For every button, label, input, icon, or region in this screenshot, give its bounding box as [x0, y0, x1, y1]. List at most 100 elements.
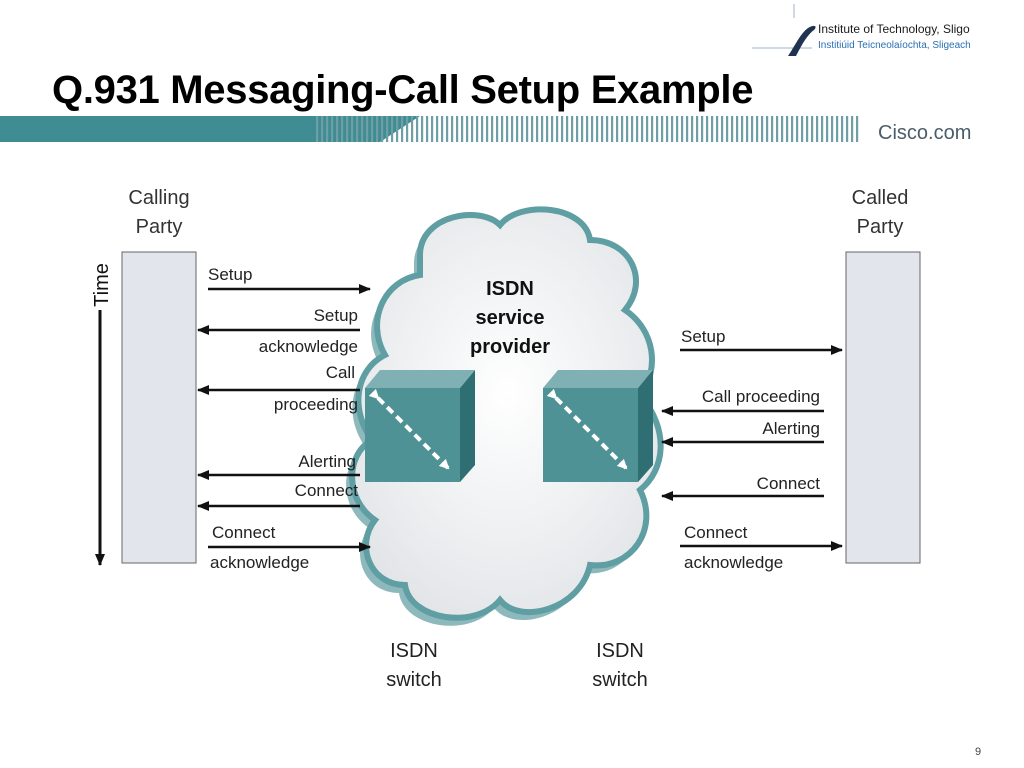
- band-stripe: [746, 116, 749, 142]
- page-title: Q.931 Messaging-Call Setup Example: [52, 68, 754, 112]
- band-stripe: [801, 116, 804, 142]
- switch-left-label-2: switch: [386, 669, 442, 691]
- band-stripe: [411, 116, 414, 142]
- band-stripe: [551, 116, 554, 142]
- msg-call-proceeding-left-1: Call: [326, 363, 355, 382]
- institute-swoosh-icon: [752, 4, 816, 56]
- band-stripe: [526, 116, 529, 142]
- band-stripe: [341, 116, 344, 142]
- msg-connect-ack-right-2: acknowledge: [684, 553, 783, 572]
- band-stripe: [586, 116, 589, 142]
- msg-connect-right: Connect: [757, 474, 821, 493]
- band-stripe: [791, 116, 794, 142]
- institute-name: Institute of Technology, Sligo: [818, 22, 970, 36]
- band-stripe: [616, 116, 619, 142]
- band-stripe: [706, 116, 709, 142]
- band-stripe: [661, 116, 664, 142]
- band-stripe: [531, 116, 534, 142]
- band-stripe: [716, 116, 719, 142]
- cloud-label-line1: ISDN: [486, 278, 534, 300]
- band-stripe: [646, 116, 649, 142]
- band-stripe: [681, 116, 684, 142]
- band-stripe: [501, 116, 504, 142]
- band-stripe: [641, 116, 644, 142]
- msg-setup-right: Setup: [681, 327, 725, 346]
- band-stripe: [631, 116, 634, 142]
- band-stripe: [516, 116, 519, 142]
- band-stripe: [316, 116, 319, 142]
- called-party-box: [845, 251, 921, 564]
- band-stripe: [666, 116, 669, 142]
- band-stripe: [561, 116, 564, 142]
- band-stripe: [541, 116, 544, 142]
- band-stripe: [331, 116, 334, 142]
- msg-setup-ack-left-2: acknowledge: [259, 337, 358, 356]
- band-stripe: [691, 116, 694, 142]
- msg-setup-ack-left-1: Setup: [314, 306, 358, 325]
- band-stripe: [506, 116, 509, 142]
- isdn-cloud: [346, 206, 664, 626]
- calling-party-label-1: Calling: [128, 187, 189, 209]
- band-stripe: [776, 116, 779, 142]
- band-stripe: [796, 116, 799, 142]
- band-stripe: [321, 116, 324, 142]
- band-stripe: [781, 116, 784, 142]
- band-stripe: [336, 116, 339, 142]
- calling-party-label-2: Party: [136, 216, 183, 238]
- band-stripe: [521, 116, 524, 142]
- switch-left-label-1: ISDN: [390, 640, 438, 662]
- band-stripe: [611, 116, 614, 142]
- band-stripe: [621, 116, 624, 142]
- called-party-label-2: Party: [857, 216, 904, 238]
- band-stripe: [571, 116, 574, 142]
- band-stripe: [851, 116, 854, 142]
- band-stripe: [736, 116, 739, 142]
- switch-right-label-1: ISDN: [596, 640, 644, 662]
- band-stripe: [606, 116, 609, 142]
- band-stripe: [656, 116, 659, 142]
- band-stripe: [601, 116, 604, 142]
- band-stripe: [451, 116, 454, 142]
- band-stripe: [391, 116, 394, 142]
- band-stripe: [831, 116, 834, 142]
- band-stripe: [806, 116, 809, 142]
- band-stripe: [356, 116, 359, 142]
- msg-connect-ack-left-1: Connect: [212, 523, 276, 542]
- band-stripe: [591, 116, 594, 142]
- band-stripe: [731, 116, 734, 142]
- band-stripe: [751, 116, 754, 142]
- band-stripe: [456, 116, 459, 142]
- cisco-brand: Cisco.com: [878, 122, 972, 144]
- band-stripe: [396, 116, 399, 142]
- band-stripe: [466, 116, 469, 142]
- band-stripe: [816, 116, 819, 142]
- band-stripe: [486, 116, 489, 142]
- band-stripe: [381, 116, 384, 142]
- institute-name-irish: Institiúid Teicneolaíochta, Sligeach: [818, 40, 971, 51]
- header-band: [0, 116, 1024, 142]
- band-stripe: [491, 116, 494, 142]
- isdn-switch-left-icon: [365, 370, 475, 482]
- band-stripe: [461, 116, 464, 142]
- band-stripe: [651, 116, 654, 142]
- band-stripe: [761, 116, 764, 142]
- msg-call-proceeding-left-2: proceeding: [274, 395, 358, 414]
- band-stripe: [786, 116, 789, 142]
- band-stripe: [581, 116, 584, 142]
- band-stripe: [431, 116, 434, 142]
- band-stripe: [441, 116, 444, 142]
- band-stripe: [636, 116, 639, 142]
- band-stripe: [671, 116, 674, 142]
- band-stripe: [756, 116, 759, 142]
- band-stripe: [846, 116, 849, 142]
- call-setup-diagram: ISDN service provider Calling Party Call…: [91, 187, 921, 691]
- band-stripe: [676, 116, 679, 142]
- band-stripe: [766, 116, 769, 142]
- band-stripe: [361, 116, 364, 142]
- band-stripe: [721, 116, 724, 142]
- calling-party-box: [121, 251, 197, 564]
- band-stripe: [771, 116, 774, 142]
- band-stripe: [496, 116, 499, 142]
- band-stripe: [826, 116, 829, 142]
- band-stripe: [536, 116, 539, 142]
